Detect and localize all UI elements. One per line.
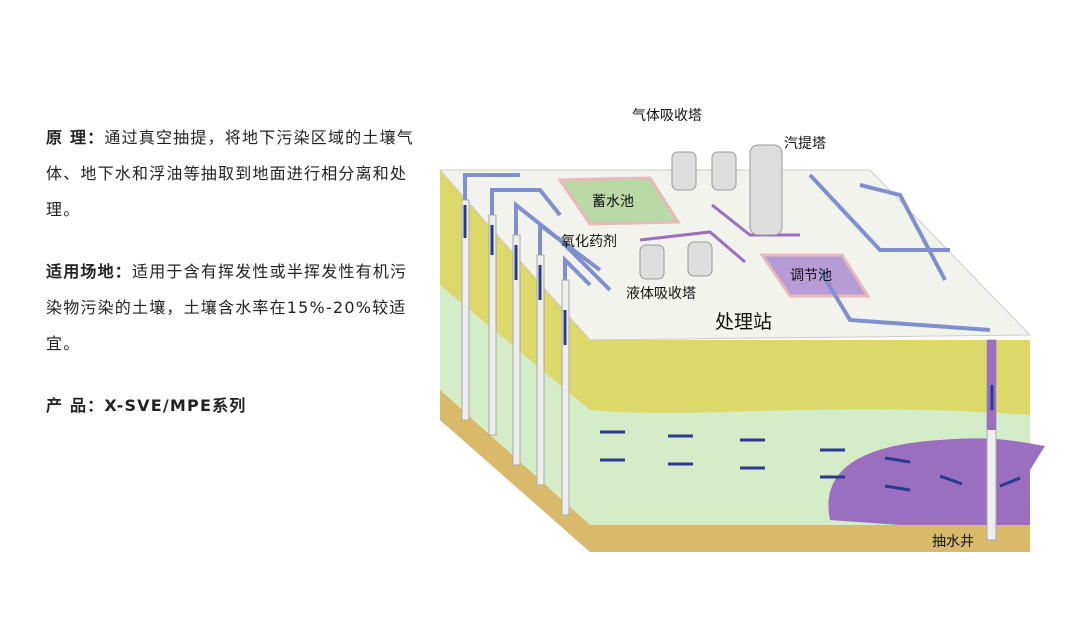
principle-text: 通过真空抽提，将地下污染区域的土壤气体、地下水和浮油等抽取到地面进行相分离和处理… (46, 128, 414, 219)
principle-label: 原 理： (46, 128, 105, 147)
site-paragraph: 适用场地：适用于含有挥发性或半挥发性有机污染物污染的土壤，土壤含水率在15%-2… (46, 254, 416, 362)
front-face-base (590, 525, 1030, 552)
label-pump-well: 抽水井 (932, 534, 974, 550)
extraction-wells (461, 199, 997, 541)
label-reservoir: 蓄水池 (592, 194, 634, 210)
principle-paragraph: 原 理：通过真空抽提，将地下污染区域的土壤气体、地下水和浮油等抽取到地面进行相分… (46, 120, 416, 228)
label-liquid-absorber: 液体吸收塔 (626, 286, 696, 302)
site-label: 适用场地： (46, 262, 133, 281)
label-stripper: 汽提塔 (784, 136, 826, 152)
site-text: 适用于含有挥发性或半挥发性有机污染物污染的土壤，土壤含水率在15%-20%较适宜… (46, 262, 408, 353)
product-label: 产 品： (46, 396, 105, 415)
label-oxidant: 氧化药剂 (561, 234, 617, 250)
flow-arrows (463, 205, 1021, 492)
reservoir-pond (557, 176, 681, 226)
product-text: X-SVE/MPE系列 (104, 396, 247, 415)
towers (639, 144, 783, 280)
regulating-tank (759, 253, 871, 298)
label-gas-absorber: 气体吸收塔 (632, 108, 702, 124)
label-station: 处理站 (715, 311, 772, 333)
label-regulating-tank: 调节池 (790, 268, 832, 284)
product-paragraph: 产 品：X-SVE/MPE系列 (46, 388, 416, 424)
left-face-base (440, 390, 590, 552)
